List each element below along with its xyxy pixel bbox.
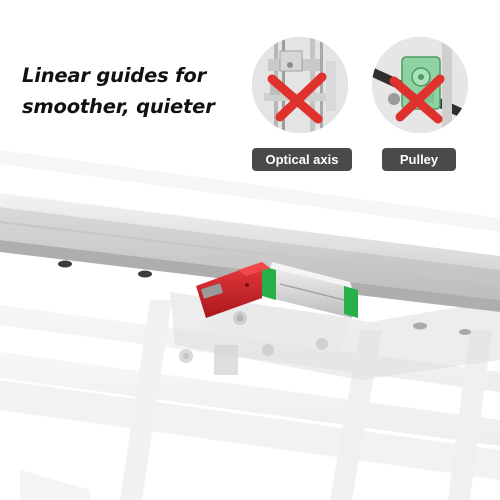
mounting-plate <box>170 292 500 380</box>
optical-axis-label: Optical axis <box>252 148 352 171</box>
headline-line-1: Linear guides for <box>22 64 206 87</box>
x-mark-icon <box>267 72 327 124</box>
pulley-thumbnail <box>372 37 468 133</box>
pulley-label: Pulley <box>382 148 456 171</box>
linear-carriage <box>196 262 358 318</box>
headline: Linear guides for smoother, quieter <box>22 60 262 122</box>
x-mark-icon <box>389 74 445 124</box>
headline-line-2: smoother, quieter <box>22 95 215 118</box>
optical-axis-thumbnail <box>252 37 348 133</box>
